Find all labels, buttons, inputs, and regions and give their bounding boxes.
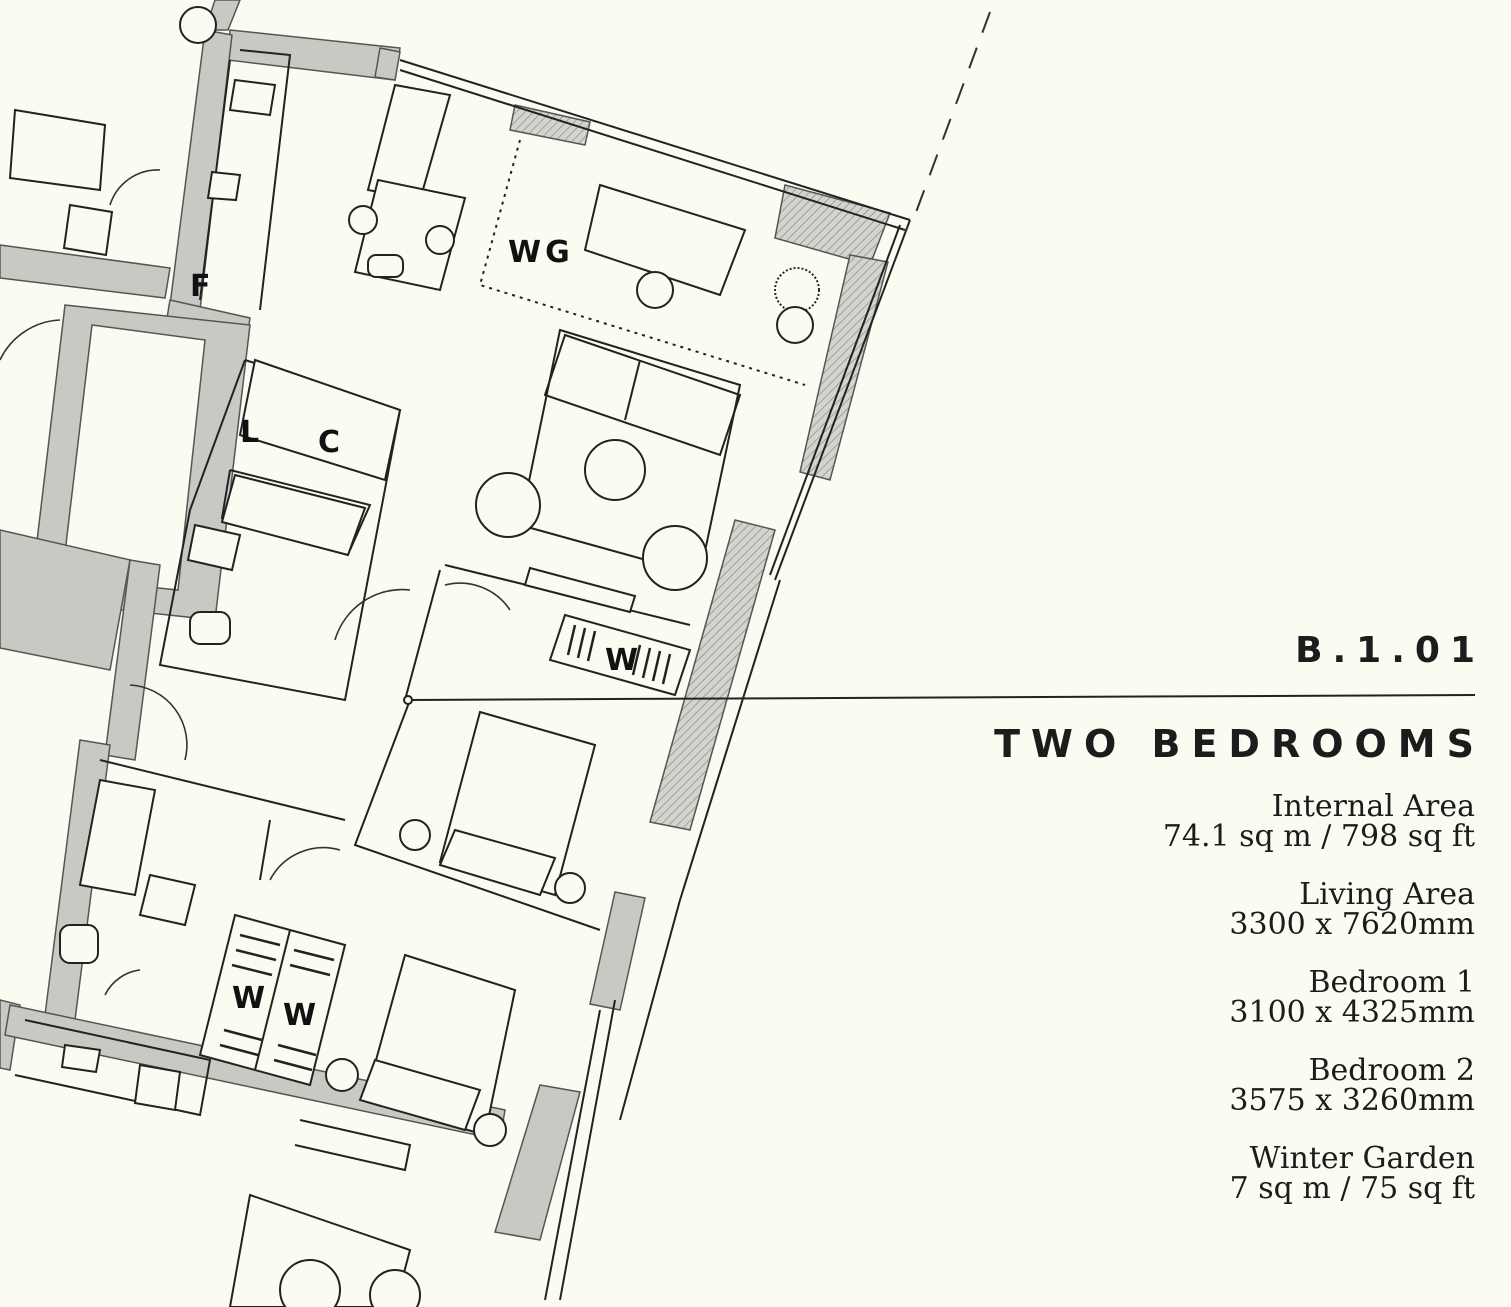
- wardrobe-hangers: [219, 624, 672, 1072]
- spec-internal-area: Internal Area 74.1 sq m / 798 sq ft: [1163, 792, 1475, 852]
- spec-bedroom-2: Bedroom 2 3575 x 3260mm: [1229, 1056, 1475, 1116]
- spec-winter-garden: Winter Garden 7 sq m / 75 sq ft: [1230, 1144, 1475, 1204]
- laundry-label: L: [240, 415, 259, 450]
- unit-type: TWO BEDROOMS: [994, 722, 1485, 766]
- cupboard-label: C: [318, 425, 340, 460]
- spec-label: Bedroom 2: [1308, 1053, 1475, 1088]
- fridge-label: F: [190, 269, 211, 304]
- spec-value: 3300 x 7620mm: [1229, 907, 1475, 942]
- spec-value: 7 sq m / 75 sq ft: [1229, 1171, 1475, 1206]
- door-swings: [0, 169, 511, 996]
- spec-label: Winter Garden: [1249, 1141, 1475, 1176]
- spec-value: 74.1 sq m / 798 sq ft: [1162, 819, 1475, 854]
- spec-bedroom-1: Bedroom 1 3100 x 4325mm: [1229, 968, 1475, 1028]
- spec-label: Internal Area: [1271, 789, 1475, 824]
- spec-label: Bedroom 1: [1308, 965, 1475, 1000]
- winter-garden-label: WG: [508, 235, 574, 270]
- spec-label: Living Area: [1299, 877, 1475, 912]
- furniture: [8, 6, 820, 1307]
- wardrobe-bedroom1-label: W: [605, 643, 638, 678]
- unit-code: B.1.01: [1295, 630, 1485, 671]
- balcony-boundary-dashed: [914, 11, 991, 216]
- leader-line: [407, 694, 1476, 701]
- spec-value: 3575 x 3260mm: [1229, 1083, 1475, 1118]
- wardrobe-bedroom2-label-a: W: [232, 981, 265, 1016]
- spec-value: 3100 x 4325mm: [1229, 995, 1475, 1030]
- leader-dot: [403, 695, 413, 705]
- spec-living-area: Living Area 3300 x 7620mm: [1229, 880, 1475, 940]
- wardrobe-bedroom2-label-b: W: [283, 998, 316, 1033]
